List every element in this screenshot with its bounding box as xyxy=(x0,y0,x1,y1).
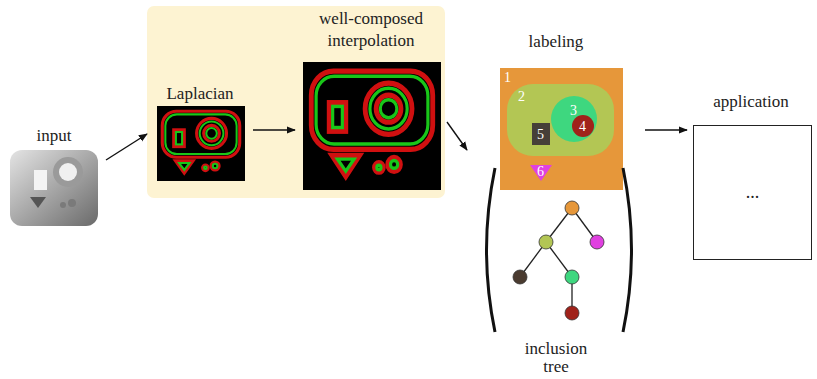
region-number: 1 xyxy=(504,71,511,85)
laplacian-image: Laplacian xyxy=(150,84,250,182)
flow-arrow xyxy=(106,134,147,160)
input-image: input xyxy=(5,126,103,228)
region-number: 6 xyxy=(537,165,544,179)
heading-text: well-composed interpolation xyxy=(298,8,444,52)
flow-arrow xyxy=(253,129,295,130)
region-number: 3 xyxy=(570,104,577,118)
interpolation-image: well-composed interpolation xyxy=(298,8,444,194)
heading-text: application xyxy=(690,92,812,112)
region-number: 5 xyxy=(537,128,544,142)
region-number: 2 xyxy=(518,90,525,104)
region-number: 4 xyxy=(579,120,586,134)
ellipsis-text: ... xyxy=(746,182,760,203)
heading-text: input xyxy=(5,126,103,146)
caption-text: inclusion tree xyxy=(514,340,598,376)
application-frame: ... xyxy=(693,125,812,260)
application-box: application... xyxy=(690,92,812,262)
flow-arrow xyxy=(447,122,467,150)
heading-text: Laplacian xyxy=(150,84,250,104)
flow-arrow xyxy=(645,129,687,130)
labeling-group: labeling inclusion tree xyxy=(470,22,642,376)
heading-text: labeling xyxy=(470,32,642,52)
